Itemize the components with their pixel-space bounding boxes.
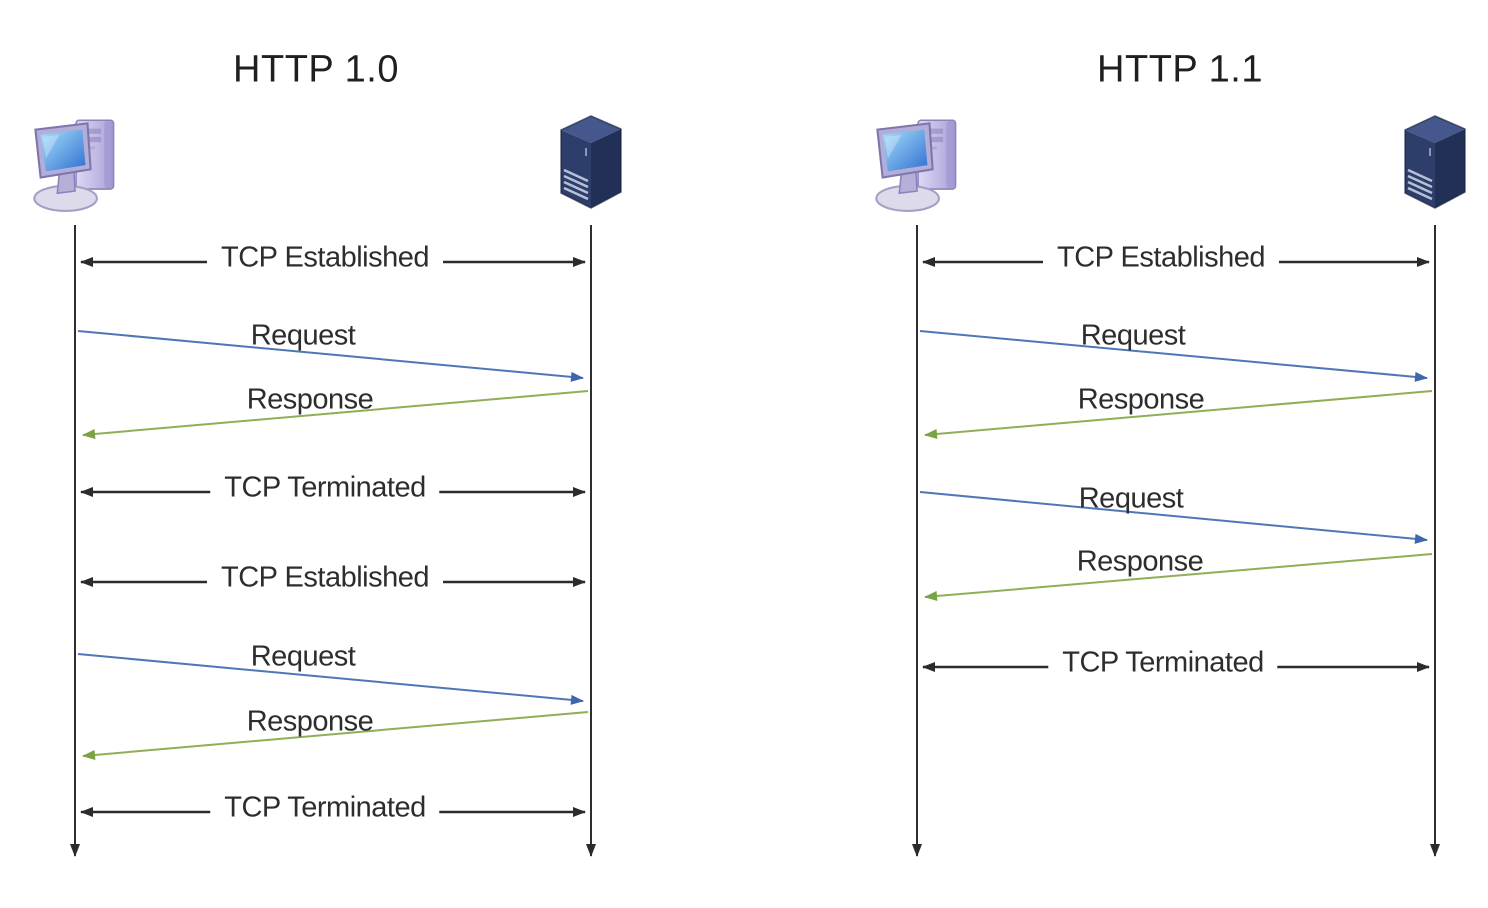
- http11-diagram: HTTP 1.1 TCP Established Request Respons…: [843, 0, 1488, 908]
- message-label-response: Response: [1077, 383, 1205, 416]
- message-label-request: Request: [1080, 319, 1186, 352]
- message-label-request: Request: [1078, 482, 1184, 515]
- request-arrow: [919, 491, 1428, 544]
- response-arrow: [82, 711, 589, 760]
- http10-wires: [70, 225, 596, 857]
- request-arrow: [77, 330, 584, 382]
- message-label-tcp-established: TCP Established: [1043, 240, 1279, 276]
- request-arrow: [919, 330, 1428, 382]
- http11-wires: [912, 225, 1440, 857]
- message-label-request: Request: [250, 319, 356, 352]
- http11-title: HTTP 1.1: [1097, 48, 1263, 91]
- message-label-tcp-terminated: TCP Terminated: [210, 790, 440, 826]
- message-label-response: Response: [246, 705, 374, 738]
- message-label-response: Response: [1076, 545, 1204, 578]
- http10-diagram: HTTP 1.0 TCP Established Request Respons…: [0, 0, 645, 908]
- message-label-request: Request: [250, 640, 356, 673]
- response-arrow: [924, 390, 1433, 439]
- http10-title: HTTP 1.0: [233, 48, 399, 91]
- response-arrow: [82, 390, 589, 439]
- message-label-tcp-terminated: TCP Terminated: [210, 470, 440, 506]
- message-label-tcp-established: TCP Established: [207, 560, 443, 596]
- request-arrow: [77, 653, 584, 705]
- message-label-tcp-established: TCP Established: [207, 240, 443, 276]
- response-arrow: [924, 553, 1433, 601]
- message-label-tcp-terminated: TCP Terminated: [1048, 645, 1278, 681]
- message-label-response: Response: [246, 383, 374, 416]
